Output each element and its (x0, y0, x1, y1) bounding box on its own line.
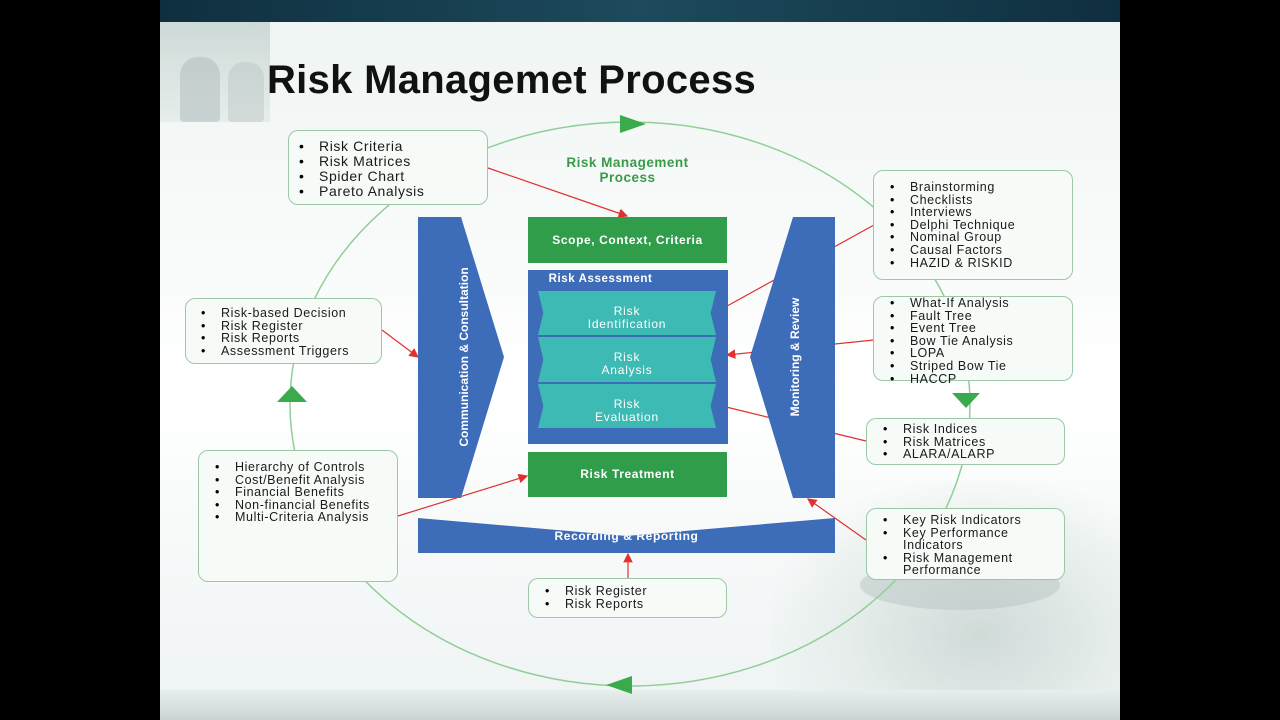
risk-evaluation-line-2: Evaluation (594, 410, 660, 424)
list-item: Assessment Triggers (201, 345, 381, 358)
arrow-criteria-to-scope (487, 167, 629, 218)
list-item: Multi-Criteria Analysis (215, 511, 385, 524)
slide-top-bar (160, 0, 1120, 22)
list-item: Risk Matrices (883, 435, 1064, 449)
risk-assessment-title: Risk Assessment (548, 273, 653, 285)
list-item: ALARA/ALARP (883, 448, 1064, 461)
treatment-options-box: Hierarchy of Controls Cost/Benefit Analy… (198, 450, 398, 582)
identification-tools-box: Brainstorming Checklists Interviews Delp… (873, 170, 1073, 280)
cycle-arrow-left (277, 386, 307, 402)
arrow-monitoring-to-band (807, 498, 867, 541)
list-item: Risk Register (545, 585, 726, 598)
list-item: HACCP (890, 372, 1072, 386)
list-item: Risk Reports (201, 332, 381, 345)
list-item: Event Tree (890, 322, 1072, 335)
list-item: Fault Tree (890, 309, 1072, 323)
list-item: Key Performance Indicators (883, 526, 1053, 552)
criteria-tools-box: Risk Criteria Risk Matrices Spider Chart… (288, 130, 488, 205)
slide-title: Risk Managemet Process (267, 58, 757, 102)
list-item: Bow Tie Analysis (890, 335, 1072, 348)
list-item: LOPA (890, 347, 1072, 360)
monitoring-band-label: Monitoring & Review (788, 297, 802, 417)
caption-line-1: Risk Management (566, 155, 689, 170)
communication-band (418, 217, 504, 498)
list-item: Risk Register (201, 319, 381, 333)
risk-identification-line-2: Identification (587, 317, 667, 331)
list-item: Risk Reports (545, 597, 726, 611)
decision-box: Risk-based Decision Risk Register Risk R… (185, 298, 382, 364)
risk-identification-box: Risk Identification (538, 291, 716, 335)
list-item: Pareto Analysis (299, 184, 487, 200)
cycle-arrow-right (952, 393, 980, 408)
list-item: Risk Matrices (299, 154, 487, 170)
list-item: Nominal Group (890, 231, 1072, 244)
list-item: Cost/Benefit Analysis (215, 473, 385, 487)
caption-line-2: Process (599, 170, 656, 185)
list-item: Brainstorming (890, 181, 1072, 194)
risk-identification-line-1: Risk (613, 304, 641, 318)
list-item: Financial Benefits (215, 486, 425, 499)
risk-evaluation-box: Risk Evaluation (538, 384, 716, 428)
arrow-decision-to-band (381, 329, 419, 358)
list-item: Risk Indices (883, 423, 1064, 436)
list-item: Non-financial Benefits (215, 499, 385, 512)
list-item: Striped Bow Tie (890, 360, 1072, 373)
list-item: Risk Criteria (299, 139, 487, 155)
list-item: Spider Chart (299, 169, 487, 185)
monitoring-tools-box: Key Risk Indicators Key Performance Indi… (866, 508, 1065, 580)
list-item: Risk-based Decision (201, 307, 381, 320)
list-item: Checklists (890, 193, 1072, 207)
slide-bottom-strip (160, 690, 1120, 720)
risk-analysis-box: Risk Analysis (538, 337, 716, 382)
risk-treatment-box: Risk Treatment (528, 452, 727, 497)
list-item: Hierarchy of Controls (215, 461, 385, 474)
cycle-arrow-bottom (606, 676, 632, 694)
cycle-arrow-top (620, 115, 646, 133)
reporting-box: Risk Register Risk Reports (528, 578, 727, 618)
list-item: What-If Analysis (890, 297, 1072, 310)
analysis-tools-box: What-If Analysis Fault Tree Event Tree B… (873, 296, 1073, 385)
diagram-caption: Risk Management Process (535, 155, 720, 185)
background-photo (160, 22, 270, 122)
arrow-controls-to-treatment (397, 473, 529, 517)
monitoring-band (750, 217, 835, 498)
evaluation-tools-box: Risk Indices Risk Matrices ALARA/ALARP (866, 418, 1065, 465)
slide: Risk Managemet Process Communication & C… (160, 0, 1120, 720)
list-item: Causal Factors (890, 244, 1072, 257)
list-item: Key Risk Indicators (883, 514, 1058, 527)
list-item: HAZID & RISKID (890, 256, 1072, 270)
communication-band-label: Communication & Consultation (457, 267, 471, 447)
risk-analysis-line-1: Risk (613, 350, 641, 364)
scope-context-criteria-box: Scope, Context, Criteria (528, 217, 727, 263)
risk-evaluation-line-1: Risk (613, 397, 641, 411)
list-item: Risk Management Performance (883, 551, 1053, 577)
list-item: Delphi Technique (890, 219, 1072, 232)
diagram-connectors (277, 115, 980, 694)
risk-analysis-line-2: Analysis (601, 363, 653, 377)
list-item: Interviews (890, 206, 1072, 219)
